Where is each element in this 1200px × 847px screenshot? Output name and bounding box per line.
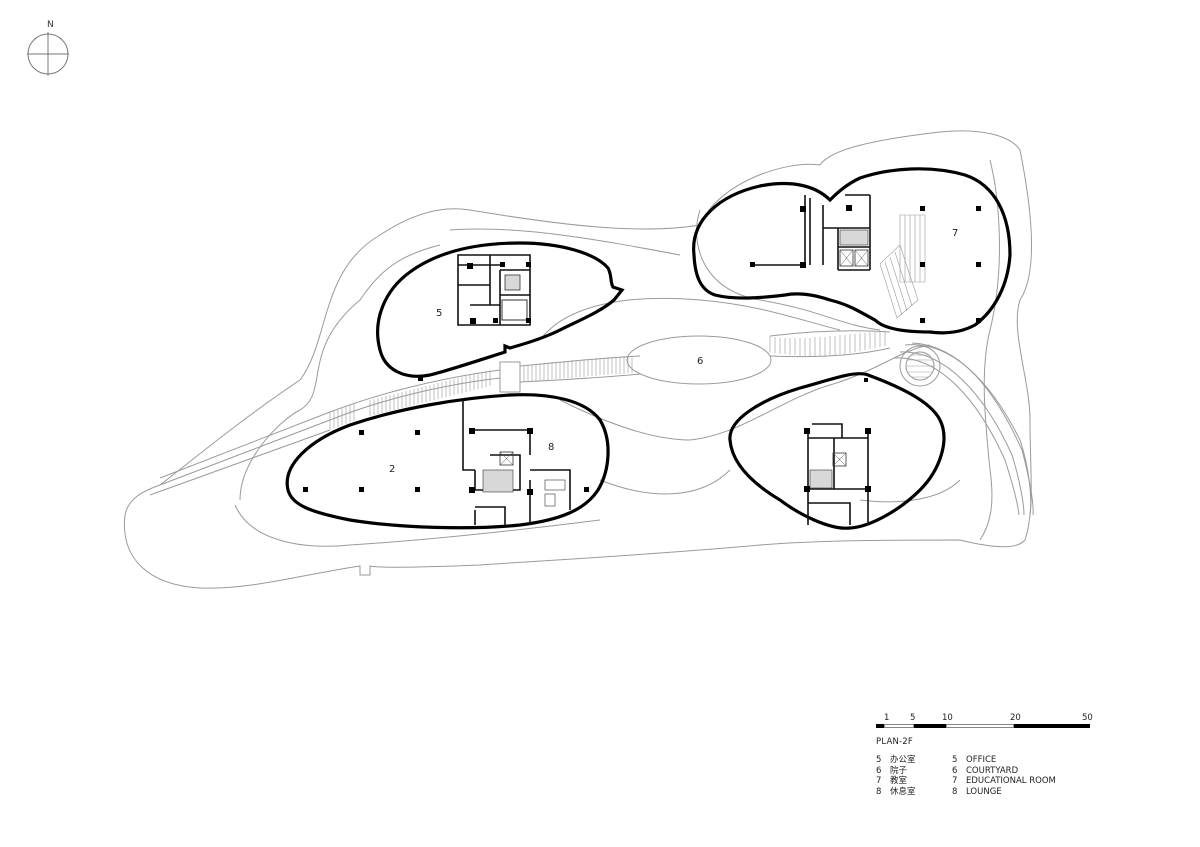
- educational-core-walls: [755, 194, 871, 271]
- room-label: 2: [389, 464, 395, 475]
- room-label: 6: [697, 356, 703, 367]
- legend-item: 5 办公室 5 OFFICE: [876, 755, 997, 765]
- office-core-walls: [457, 254, 531, 326]
- legend-item: 8 休息室 8 LOUNGE: [876, 786, 1002, 797]
- room-label: 8: [548, 442, 554, 453]
- legend: 1 5 10 20 50 PLAN-2F 5 办公室 5 OFFICE 6 院子…: [876, 713, 1116, 797]
- escalators: [879, 214, 926, 319]
- site-boundary: [123, 130, 1032, 589]
- building-lounge-outline: [285, 393, 610, 530]
- scale-bar: [876, 724, 1096, 729]
- legend-item: 6 院子 6 COURTYARD: [876, 765, 1019, 776]
- scale-bar-ticks: 1 5 10 20 50: [884, 713, 1093, 723]
- building-office-outline: [376, 241, 625, 378]
- courtyard-outline: [626, 335, 772, 385]
- lounge-core-walls: [462, 400, 571, 525]
- building-educational-outline: [692, 167, 1012, 335]
- southeast-core-walls: [807, 423, 869, 525]
- north-arrow: N: [27, 20, 77, 80]
- room-label: 5: [436, 308, 442, 319]
- legend-item: 7 教室 7 EDUCATIONAL ROOM: [876, 776, 1056, 786]
- west-stair-hatch: [329, 370, 491, 430]
- plan-title: PLAN-2F: [876, 737, 913, 747]
- east-bridge-hatch: [523, 331, 886, 382]
- building-southeast-outline: [728, 372, 946, 530]
- north-compass-icon: [27, 32, 69, 76]
- north-label: N: [47, 20, 54, 30]
- room-label: 7: [952, 228, 958, 239]
- legend-items: 5 办公室 5 OFFICE 6 院子 6 COURTYARD 7 教室 7 E…: [876, 755, 1116, 797]
